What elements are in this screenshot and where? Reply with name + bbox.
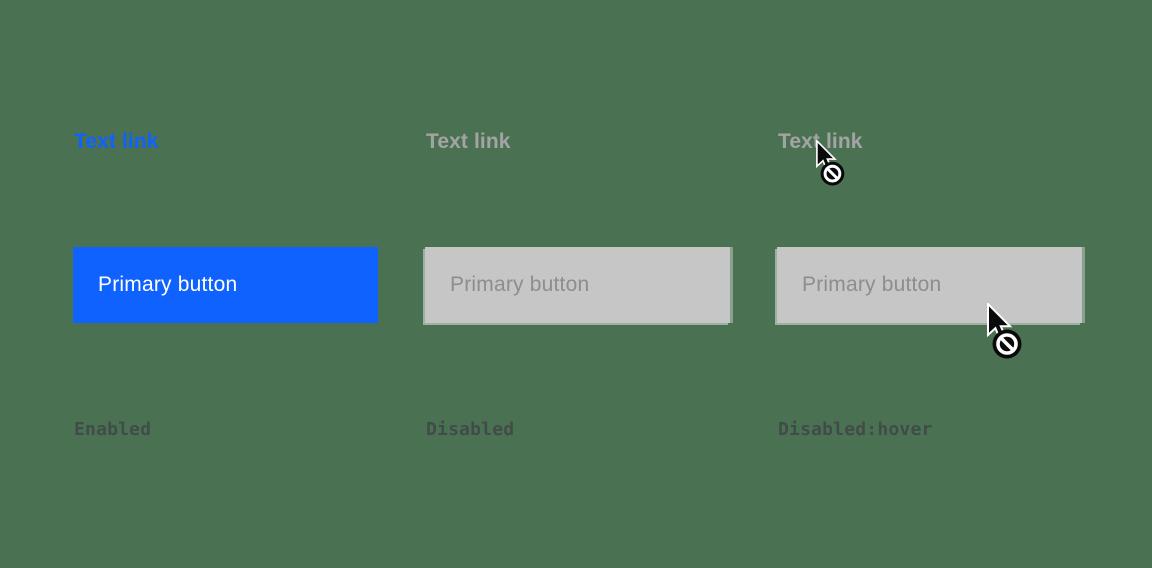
state-column-enabled: Text link Primary button Enabled: [73, 0, 379, 568]
primary-button-disabled-hover: Primary button: [777, 247, 1082, 323]
text-link-enabled[interactable]: Text link: [74, 130, 159, 153]
primary-button-enabled[interactable]: Primary button: [73, 247, 378, 323]
state-label-disabled: Disabled: [426, 419, 515, 440]
primary-button-disabled: Primary button: [425, 247, 730, 323]
state-label-enabled: Enabled: [74, 419, 152, 440]
text-link-disabled-hover: Text link: [778, 130, 863, 153]
state-label-disabled-hover: Disabled:hover: [778, 419, 933, 440]
text-link-disabled: Text link: [426, 130, 511, 153]
state-column-disabled-hover: Text link Primary button Disabled:hover: [777, 0, 1083, 568]
state-column-disabled: Text link Primary button Disabled: [425, 0, 731, 568]
